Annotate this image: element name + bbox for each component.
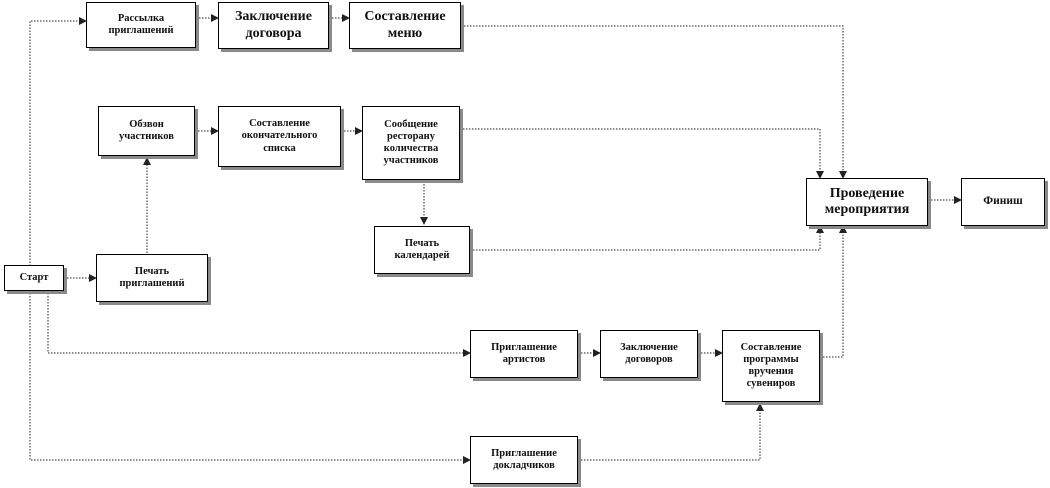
print-calendars-node: Печать календарей xyxy=(374,226,470,274)
connector-start-artists xyxy=(47,290,471,357)
program-node: Составление программы вручения сувениров xyxy=(722,330,820,402)
connector-menu-event xyxy=(461,25,847,179)
invite-artists-node: Приглашение артистов xyxy=(470,330,578,378)
event-node: Проведение мероприятия xyxy=(806,178,928,226)
print-invitations-node: Печать приглашений xyxy=(96,254,208,302)
contract-conclusion-node: Заключение договора xyxy=(218,2,329,49)
connector-program-event xyxy=(820,225,847,358)
connector-calendar-event xyxy=(470,225,824,251)
connector-trunk xyxy=(29,17,87,266)
menu-node: Составление меню xyxy=(349,2,461,49)
mailing-node: Рассылка приглашений xyxy=(86,2,196,48)
invite-speakers-node: Приглашение докладчиков xyxy=(470,436,578,484)
final-list-node: Составление окончательного списка xyxy=(218,106,341,167)
call-participants-node: Обзвон участников xyxy=(98,106,195,156)
restaurant-message-node: Сообщение ресторану количества участнико… xyxy=(362,106,460,180)
connector-speakers-program xyxy=(578,403,764,461)
start-node: Старт xyxy=(4,265,64,291)
connector-trunk-down xyxy=(29,290,471,464)
connector-restaurant-event xyxy=(460,128,824,179)
contracts-conclusion-node: Заключение договоров xyxy=(600,330,698,378)
finish-node: Финиш xyxy=(961,178,1045,226)
